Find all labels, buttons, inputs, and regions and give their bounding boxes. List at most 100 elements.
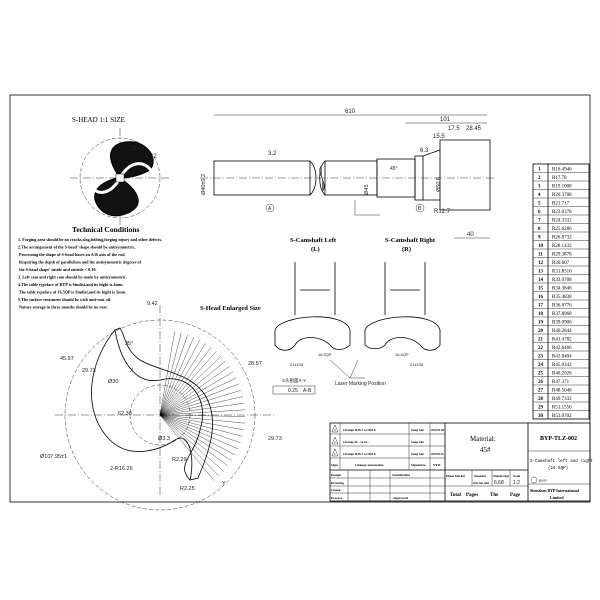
tech-line: 2.The arrangement of the S-head' shape s… <box>18 245 135 250</box>
tech-line: 4.The table typeface of BYP is Simfist,a… <box>18 282 124 287</box>
enlarged-dim: R2.29 <box>172 457 187 463</box>
enlarged-dim: Ø30 <box>108 379 118 385</box>
radius-ray <box>159 414 207 457</box>
revision-date: 2018.03.26 <box>431 453 444 456</box>
radius-ray <box>159 386 186 416</box>
table-row-radius: R41.4782 <box>552 338 572 343</box>
hdr-ytd: YTD <box>433 463 441 467</box>
enlarged-dim: R2.25 <box>180 486 195 492</box>
radius-ray <box>159 407 209 416</box>
table-row-number: 15 <box>538 287 544 292</box>
revision-mark: 3 <box>334 428 336 432</box>
dim-dia50: Ø50.8 <box>436 177 442 192</box>
dim-28-45: 28.45 <box>466 126 482 132</box>
table-row-number: 19 <box>538 321 544 326</box>
company-name: Shenzhen BYP International <box>530 488 580 493</box>
camshaft-views: S-Camshaft Left (L) S-Camshaft Right (R)… <box>274 237 441 387</box>
company-name-2: Limited <box>550 495 564 500</box>
radius-ray <box>159 414 209 452</box>
enlarged-dim: Y <box>222 481 226 487</box>
radius-ray <box>194 366 230 392</box>
table-row-number: 6 <box>538 210 541 215</box>
table-row-radius: R35.4838 <box>552 295 572 300</box>
quantity-label: Quantity <box>474 474 487 478</box>
one-set-label: One Set unit <box>473 481 489 485</box>
material-label: Material: <box>470 435 496 443</box>
table-row-radius: R47.371 <box>552 380 570 385</box>
revision-mark: 1 <box>334 452 336 456</box>
table-row-number: 23 <box>538 355 544 360</box>
table-row-radius: R33.0708 <box>552 278 572 283</box>
left-view-title: S-Camshaft Left <box>290 237 337 244</box>
table-row-number: 2 <box>538 176 541 181</box>
hdr-sign: Sign <box>331 463 338 467</box>
radius-ray <box>173 336 195 385</box>
enlarged-dim: X <box>130 368 134 374</box>
radius-ray <box>159 414 214 429</box>
radius-ray <box>159 414 214 425</box>
table-row-number: 20 <box>538 329 544 334</box>
radius-ray <box>159 384 171 416</box>
tech-line: The table typeface of 16.5QP is Simfist,… <box>18 290 126 295</box>
scale-value: 1:2 <box>513 480 520 486</box>
tech-lines: 1. Forging area should be no cracks,slag… <box>18 237 162 310</box>
table-row-number: 29 <box>538 406 544 411</box>
weight-label: Weight (kg) <box>493 474 509 478</box>
table-row-radius: R26.8732 <box>552 236 572 241</box>
company-logo-text: BYP <box>539 478 547 483</box>
radius-ray <box>159 414 211 448</box>
table-row-number: 9 <box>538 236 541 241</box>
dim-40: 40 <box>467 232 474 238</box>
table-row-number: 26 <box>538 380 544 385</box>
table-row-number: 17 <box>538 304 544 309</box>
radius-ray <box>212 437 239 450</box>
tech-line: 1. Forging area should be no cracks,slag… <box>18 237 162 242</box>
tech-line: Requiring the depth of parallelism and t… <box>18 260 142 265</box>
enlarged-dim: 9.42 <box>147 301 158 307</box>
radius-ray <box>159 414 212 443</box>
radius-ray <box>170 334 188 385</box>
tolerance-ref: A-B <box>303 388 312 394</box>
radius-ray <box>159 401 205 416</box>
enlarged-dim: 62.38 <box>118 411 132 417</box>
revision-sign: Song Sen <box>411 428 424 432</box>
table-row-number: 3 <box>538 185 541 190</box>
tech-line: the S-head shape' inside and outside < 0… <box>18 267 96 272</box>
table-row-number: 14 <box>538 278 544 283</box>
radius-ray <box>197 371 234 394</box>
radius-ray <box>211 415 245 417</box>
tolerance-value: 0.25 <box>288 388 298 394</box>
tech-title: Technical Conditions <box>72 225 140 234</box>
radius-ray <box>167 332 182 385</box>
table-row-radius: R36.6776 <box>552 304 572 309</box>
table-row-radius: R29.3878 <box>552 253 572 258</box>
radius-ray <box>188 355 222 388</box>
datum-a: A <box>268 206 272 212</box>
radius-ray <box>159 414 202 466</box>
radius-ray <box>210 447 232 461</box>
dim-angle: 45° <box>390 166 398 172</box>
radius-ray <box>206 456 224 472</box>
radius-ray <box>159 414 213 439</box>
radius-ray <box>159 385 183 416</box>
radius-ray <box>159 411 211 416</box>
enlarged-dim: 29.73 <box>82 368 96 374</box>
radius-ray <box>185 351 217 387</box>
enlarged-dim: 29.73 <box>268 436 282 442</box>
enlarged-dim: 2-R16.26 <box>110 466 133 472</box>
roughness-3-2: 3.2 <box>268 151 277 157</box>
table-row-radius: R45.0342 <box>552 363 572 368</box>
table-row-radius: R30.607 <box>552 261 570 266</box>
radius-ray <box>179 343 206 385</box>
table-row-number: 27 <box>538 389 544 394</box>
mark-left: 211433 <box>290 362 304 367</box>
radius-ray <box>159 384 174 416</box>
datum-b: B <box>418 206 422 212</box>
total-label: Total <box>450 493 462 498</box>
radius-ray <box>213 433 241 443</box>
table-row-number: 30 <box>538 414 544 419</box>
